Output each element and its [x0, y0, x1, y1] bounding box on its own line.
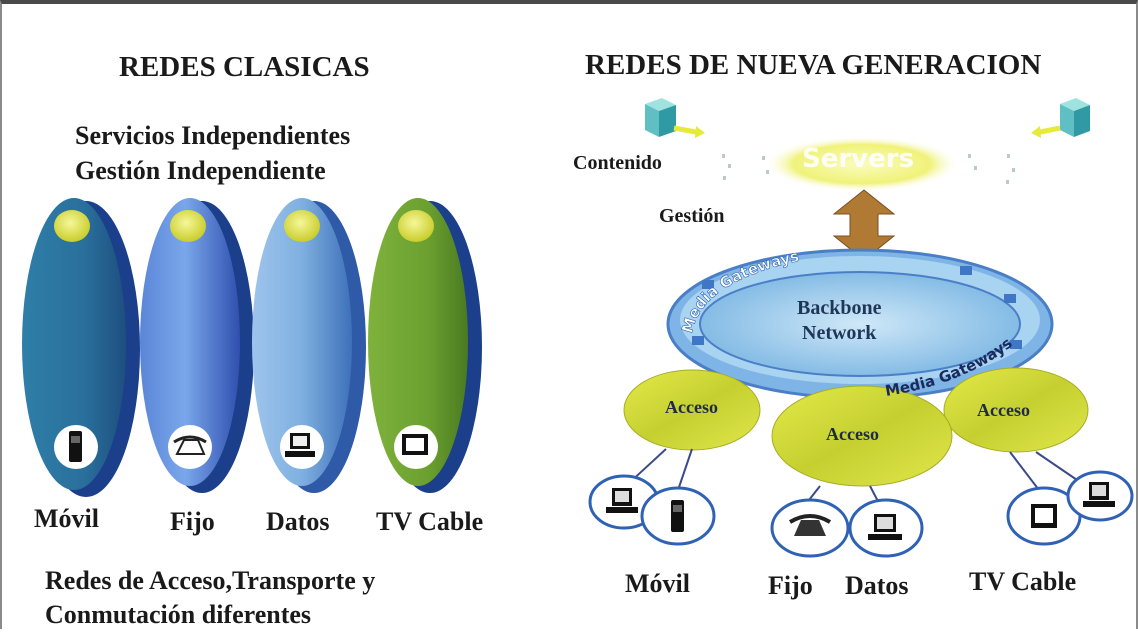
right-label-fijo: Fijo [768, 571, 813, 600]
backbone-label-1: Backbone [797, 297, 882, 319]
left-subtitle-2: Gestión Independiente [75, 156, 326, 185]
servers-glow [764, 136, 960, 192]
device-computer-right-icon [1066, 470, 1134, 522]
backbone-ring [666, 248, 1054, 400]
pillar-fijo [140, 198, 254, 493]
column-label-fijo: Fijo [170, 507, 215, 536]
pillar-movil [22, 198, 140, 497]
right-label-tv-cable: TV Cable [969, 567, 1077, 596]
pillar-tv-cable [368, 198, 482, 493]
access-right-label: Acceso [977, 400, 1030, 420]
right-label-datos: Datos [845, 571, 909, 600]
column-label-tv-cable: TV Cable [376, 507, 484, 536]
left-footer-1: Redes de Acceso,Transporte y [45, 566, 376, 595]
left-footer-2: Conmutación diferentes [45, 600, 312, 629]
right-title: REDES DE NUEVA GENERACION [585, 49, 1042, 81]
access-center-label: Acceso [826, 424, 879, 444]
decorative-dots [722, 154, 1015, 184]
pillar-datos [252, 198, 366, 493]
device-telephone-icon [770, 498, 850, 558]
column-label-datos: Datos [266, 507, 330, 536]
server-cube-left-icon [645, 98, 705, 138]
servers-label: Servers [802, 144, 915, 174]
access-right [943, 367, 1089, 453]
device-mobile-icon [640, 486, 716, 546]
access-center [771, 385, 953, 487]
gestion-label: Gestión [659, 205, 725, 227]
right-label-movil: Móvil [625, 569, 690, 598]
access-left-label: Acceso [665, 397, 718, 417]
device-tv-icon [1006, 486, 1082, 546]
left-title: REDES CLASICAS [119, 51, 370, 83]
diagram-graphics: Media Gateways Media Gateways [22, 98, 1134, 558]
backbone-label-2: Network [802, 322, 877, 344]
contenido-label: Contenido [573, 152, 662, 174]
server-cube-right-icon [1031, 98, 1090, 138]
column-label-movil: Móvil [34, 504, 99, 533]
left-subtitle-1: Servicios Independientes [75, 121, 351, 150]
device-computer-center-icon [848, 498, 924, 558]
